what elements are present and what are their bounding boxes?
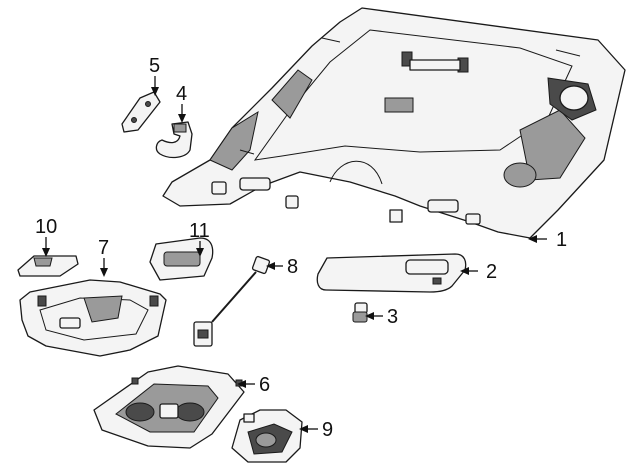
- callout-1: 1: [556, 229, 567, 251]
- arrow-11: [196, 248, 204, 257]
- arrow-6: [237, 380, 246, 388]
- arrow-7: [100, 268, 108, 277]
- leader-lines: [42, 76, 547, 433]
- part-1-headliner: [162, 7, 626, 239]
- part-3-visor-clip: [352, 302, 368, 323]
- callout-8: 8: [287, 256, 298, 278]
- arrow-2: [460, 267, 469, 275]
- part-4-clip: [155, 121, 193, 159]
- part-10-cover: [17, 255, 79, 277]
- callout-labels: 1 2 3 4 5 6 7 8 9 10 11: [35, 55, 567, 441]
- callout-7: 7: [98, 237, 109, 259]
- arrow-3: [365, 312, 374, 320]
- arrow-4: [178, 114, 186, 123]
- part-6-overhead-console: [93, 365, 245, 449]
- part-5-bracket: [121, 91, 161, 133]
- callout-6: 6: [259, 374, 270, 396]
- callout-5: 5: [149, 55, 160, 77]
- callout-11: 11: [189, 220, 210, 242]
- part-9-module: [231, 409, 303, 463]
- callout-10: 10: [35, 216, 57, 238]
- callout-3: 3: [387, 306, 398, 328]
- part-7-console-bracket: [19, 279, 167, 357]
- callout-9: 9: [322, 419, 333, 441]
- arrow-8: [266, 262, 275, 270]
- arrow-10: [42, 248, 50, 257]
- part-2-sun-visor: [316, 253, 467, 293]
- arrow-1: [528, 235, 537, 243]
- callout-4: 4: [176, 83, 187, 105]
- part-8-wire-harness: [193, 255, 271, 347]
- arrow-9: [299, 425, 308, 433]
- arrow-5: [151, 87, 159, 96]
- callout-2: 2: [486, 261, 497, 283]
- part-11-lens: [149, 237, 214, 281]
